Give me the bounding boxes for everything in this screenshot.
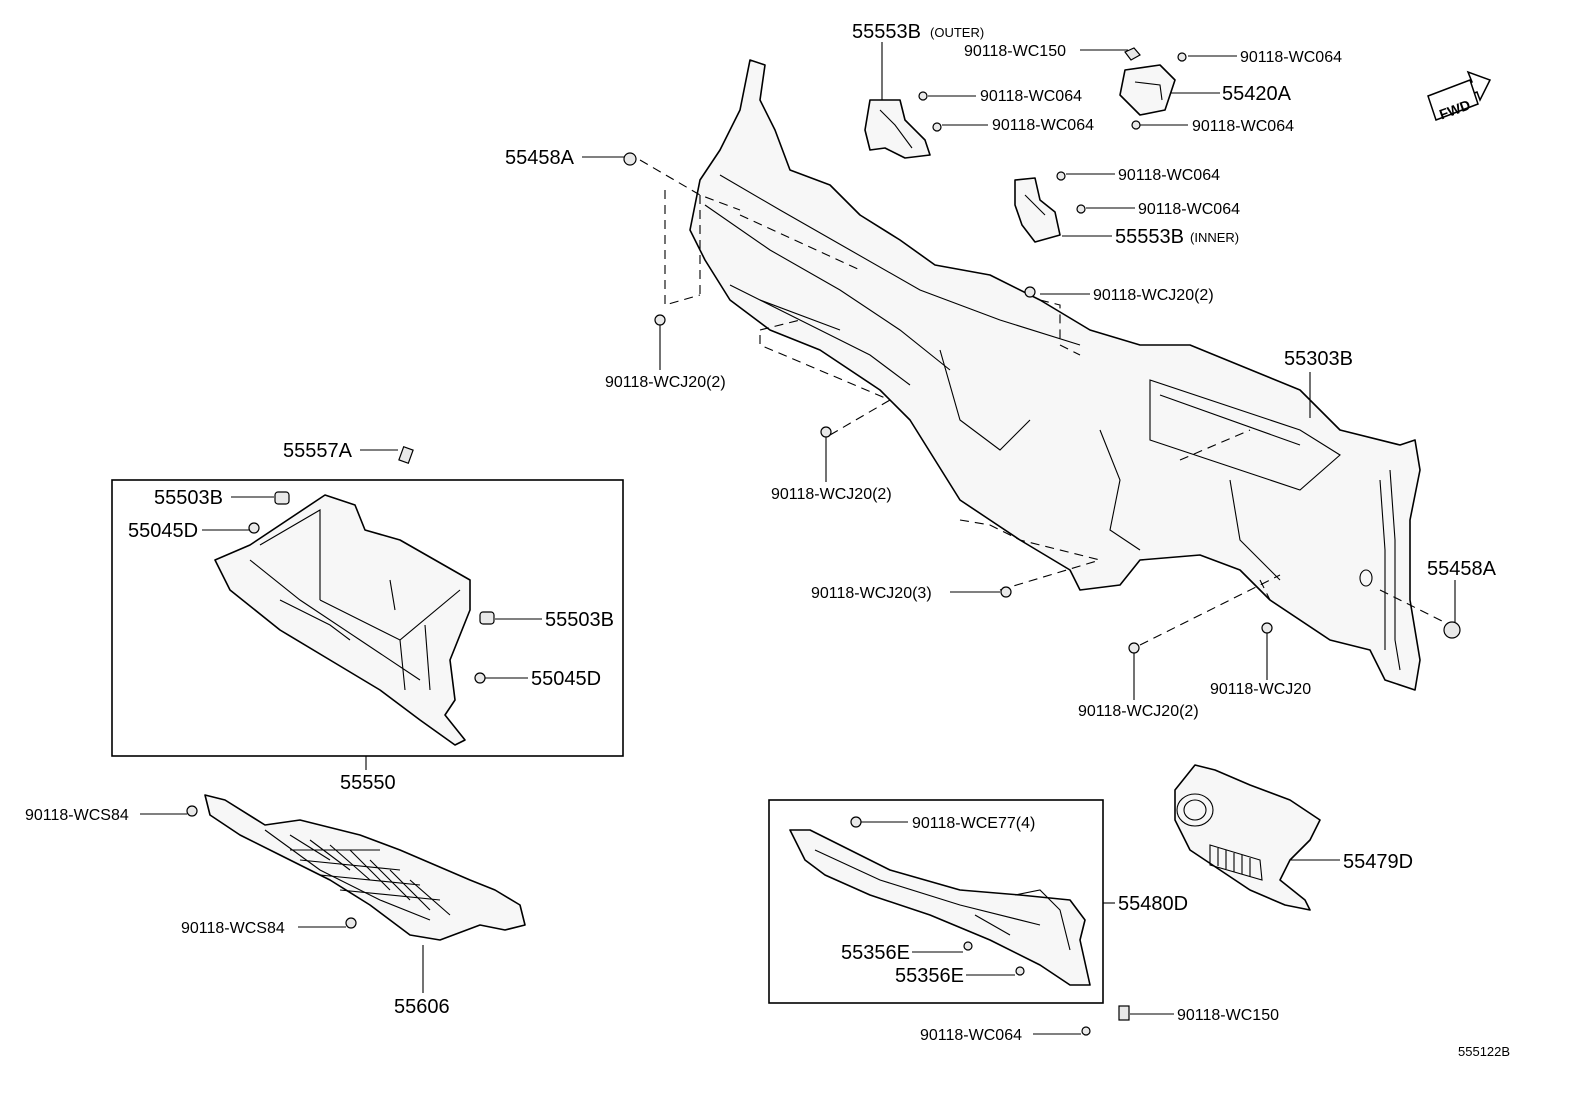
- callout-90118-WC150-top: 90118-WC150: [964, 43, 1066, 60]
- callout-55479D: 55479D: [1343, 851, 1413, 873]
- callout-55503B-right: 55503B: [545, 609, 614, 631]
- figure-code: 555122B: [1458, 1044, 1510, 1059]
- callout-90118-WCJ20-3: 90118-WCJ20(3): [811, 585, 932, 602]
- callout-55458A-top: 55458A: [505, 147, 575, 169]
- callout-90118-WC064-g: 90118-WC064: [920, 1027, 1022, 1044]
- damper-55045D-top-icon: [248, 522, 260, 534]
- leader-lines: [140, 42, 1456, 1035]
- bolt-wcj20-c-icon: [820, 426, 832, 438]
- nut-wc150-top-icon: [1124, 47, 1141, 61]
- screw-inner-2-icon: [1076, 204, 1086, 214]
- callout-55045D-top: 55045D: [128, 520, 198, 542]
- screw-55420A-icon: [1131, 120, 1141, 130]
- callout-55480D: 55480D: [1118, 893, 1188, 915]
- nut-wc150-bottom-icon: [1118, 1005, 1130, 1021]
- callout-outer-qualifier: (OUTER): [930, 25, 984, 40]
- forward-arrow-icon: FWD: [1427, 70, 1492, 122]
- callout-55550: 55550: [340, 772, 396, 794]
- grommet-55458A-right-icon: [1443, 621, 1461, 639]
- clip-wcs84-b-icon: [345, 917, 357, 929]
- callout-90118-WC064-a: 90118-WC064: [1240, 49, 1342, 66]
- callout-90118-WC064-c: 90118-WC064: [992, 117, 1094, 134]
- screw-inner-1-icon: [1056, 171, 1066, 181]
- callout-90118-WCJ20-2-c: 90118-WCJ20(2): [771, 486, 892, 503]
- fasteners: [186, 47, 1461, 1036]
- callout-inner-qualifier: (INNER): [1190, 230, 1239, 245]
- glove-box-55550: [214, 494, 471, 746]
- bracket-55553B-outer: [864, 99, 931, 159]
- callout-55458A-right: 55458A: [1427, 558, 1497, 580]
- callout-90118-WCS84-b: 90118-WCS84: [181, 920, 285, 937]
- lower-panel-55606: [204, 794, 526, 941]
- stopper-55503B-top-icon: [274, 491, 290, 505]
- dashboard-reinforcement-55303B: [689, 59, 1421, 691]
- bolt-wcj20-b-icon: [654, 314, 666, 326]
- knee-panel-55479D: [1174, 764, 1321, 911]
- callout-90118-WC150-bottom: 90118-WC150: [1177, 1007, 1279, 1024]
- callout-labels: 55553B (OUTER) 90118-WC150 90118-WC064 5…: [25, 21, 1510, 1059]
- pin-55356E-b-icon: [1015, 966, 1025, 976]
- callout-55045D-right: 55045D: [531, 668, 601, 690]
- callout-55356E-b: 55356E: [895, 965, 964, 987]
- dashed-guide-lines: [639, 159, 1451, 646]
- damper-55045D-right-icon: [474, 672, 486, 684]
- callout-55356E-a: 55356E: [841, 942, 910, 964]
- screw-outer-2-icon: [932, 122, 942, 132]
- callout-55606: 55606: [394, 996, 450, 1018]
- callout-55557A: 55557A: [283, 440, 353, 462]
- bolt-wcj20-e-icon: [1128, 642, 1140, 654]
- bolt-wcj20-d-icon: [1000, 586, 1012, 598]
- screw-top-icon: [1177, 52, 1187, 62]
- callout-90118-WC064-b: 90118-WC064: [980, 88, 1082, 105]
- callout-90118-WC064-d: 90118-WC064: [1192, 118, 1294, 135]
- clip-wce77-icon: [850, 816, 862, 828]
- callout-90118-WCS84-a: 90118-WCS84: [25, 807, 129, 824]
- callout-90118-WC064-e: 90118-WC064: [1118, 167, 1220, 184]
- bolt-wcj20-a-icon: [1024, 286, 1036, 298]
- clip-wcs84-a-icon: [186, 805, 198, 817]
- clip-55557A-icon: [398, 445, 414, 465]
- screw-bottom-icon: [1081, 1026, 1091, 1036]
- stopper-55503B-right-icon: [479, 611, 495, 625]
- callout-55503B-top: 55503B: [154, 487, 223, 509]
- callout-55420A: 55420A: [1222, 83, 1292, 105]
- bracket-55420A: [1119, 64, 1176, 116]
- lower-finish-panel-55480D: [789, 829, 1091, 986]
- glove-box-group-frame: [111, 479, 624, 757]
- callout-90118-WCE77-4: 90118-WCE77(4): [912, 815, 1035, 832]
- lower-panel-group-frame: [768, 799, 1104, 1004]
- grommet-55458A-top-icon: [623, 152, 637, 166]
- bracket-55553B-inner: [1014, 177, 1061, 243]
- callout-90118-WCJ20-2-b: 90118-WCJ20(2): [605, 374, 726, 391]
- pin-55356E-a-icon: [963, 941, 973, 951]
- screw-outer-1-icon: [918, 91, 928, 101]
- callout-90118-WC064-f: 90118-WC064: [1138, 201, 1240, 218]
- clip-wcj20-icon: [1261, 622, 1273, 634]
- callout-90118-WCJ20: 90118-WCJ20: [1210, 681, 1311, 698]
- callout-55553B-outer: 55553B: [852, 21, 921, 43]
- callout-90118-WCJ20-2-d: 90118-WCJ20(2): [1078, 703, 1199, 720]
- callout-55303B: 55303B: [1284, 348, 1353, 370]
- callout-55553B-inner: 55553B: [1115, 226, 1184, 248]
- callout-90118-WCJ20-2-a: 90118-WCJ20(2): [1093, 287, 1214, 304]
